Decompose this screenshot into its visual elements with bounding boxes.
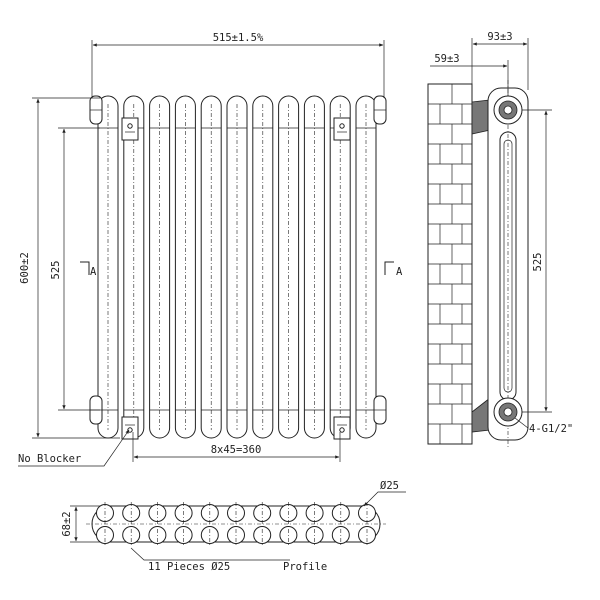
side-centers-label: 525 <box>532 253 544 272</box>
pieces-label: 11 Pieces Ø25 <box>148 561 230 573</box>
profile-depth-label: 68±2 <box>61 511 73 536</box>
radiator-column <box>200 95 222 439</box>
end-plug <box>89 95 103 125</box>
centers-dimension: 525 <box>50 127 100 411</box>
radiator-columns <box>89 95 387 439</box>
depth-label: 93±3 <box>487 31 512 43</box>
tube-diameter-callout: Ø25 <box>363 480 406 507</box>
side-bracket-top <box>471 99 491 135</box>
wall-bracket-bottom-left <box>121 416 139 440</box>
radiator-column <box>97 95 119 439</box>
centers-label: 525 <box>50 261 62 280</box>
profile-title: Profile <box>283 561 327 573</box>
side-centers-dimension: 525 <box>522 109 552 413</box>
height-label: 600±2 <box>19 252 31 284</box>
side-bracket-bottom <box>471 397 491 433</box>
no-blocker-label: No Blocker <box>18 453 81 465</box>
pieces-callout: 11 Pieces Ø25 Profile <box>130 547 327 573</box>
side-valve-bottom <box>493 397 523 427</box>
brick-wall <box>427 83 473 445</box>
radiator-column <box>278 95 300 439</box>
pitch-label: 8x45=360 <box>211 444 262 456</box>
no-blocker-callout: No Blocker <box>18 429 130 467</box>
width-dimension: 515±1.5% <box>91 32 385 98</box>
wall-bracket-top-right <box>333 117 351 141</box>
width-label: 515±1.5% <box>213 32 264 44</box>
radiator-column <box>226 95 248 439</box>
section-marker-left: A <box>80 261 97 278</box>
connection-callout: 4-G1/2" <box>514 417 573 435</box>
wall-bracket-top-left <box>121 117 139 141</box>
radiator-column <box>149 95 171 439</box>
wall-gap-dimension: 59±3 <box>430 53 509 96</box>
radiator-column <box>303 95 325 439</box>
height-dimension: 600±2 <box>19 97 120 439</box>
radiator-column <box>123 95 145 439</box>
radiator-column <box>329 95 351 439</box>
end-plug <box>373 395 387 425</box>
section-label-right: A <box>396 266 403 278</box>
end-plug <box>373 95 387 125</box>
wall-gap-label: 59±3 <box>434 53 459 65</box>
profile-tubes <box>96 502 376 546</box>
depth-dimension: 93±3 <box>471 31 529 90</box>
profile-depth-dimension: 68±2 <box>61 505 100 543</box>
connection-label: 4-G1/2" <box>529 423 573 435</box>
side-view: 93±3 59±3 525 4-G1/2" <box>427 31 573 448</box>
tube-diameter-label: Ø25 <box>380 480 399 492</box>
side-valve-top <box>493 95 523 125</box>
wall-bracket-bottom-right <box>333 416 351 440</box>
radiator-column <box>252 95 274 439</box>
radiator-column <box>174 95 196 439</box>
section-label-left: A <box>90 266 97 278</box>
section-marker-right: A <box>384 261 403 278</box>
profile-view: 68±2 Ø25 11 Pieces Ø25 Profile <box>61 480 406 573</box>
radiator-column <box>355 95 377 439</box>
front-view: 515±1.5% 600±2 525 A A <box>18 32 403 467</box>
pitch-dimension: 8x45=360 <box>132 432 341 462</box>
